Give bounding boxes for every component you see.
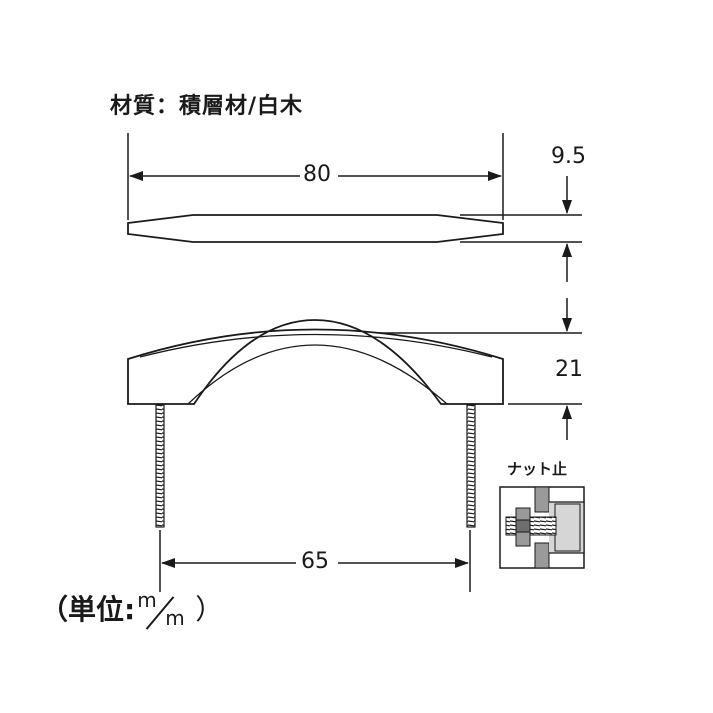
- thickness-dimension: [460, 176, 582, 282]
- unit-prefix: （単位:: [40, 593, 136, 626]
- height-label: 21: [552, 358, 586, 382]
- height-dimension: [372, 298, 582, 440]
- nut-fastening-label: ナット止: [507, 460, 568, 478]
- front-view: [127, 319, 504, 528]
- overall-length-label: 80: [300, 163, 334, 187]
- pitch-dimension: [159, 530, 471, 592]
- top-view: [127, 133, 504, 243]
- material-label: 材質：積層材/白木: [110, 94, 304, 119]
- left-screw: [155, 404, 165, 528]
- thickness-label: 9.5: [548, 145, 589, 169]
- unit-suffix: ）: [195, 593, 224, 626]
- nut-detail: [499, 486, 585, 569]
- right-screw: [466, 404, 476, 528]
- hole-pitch-label: 65: [298, 550, 332, 574]
